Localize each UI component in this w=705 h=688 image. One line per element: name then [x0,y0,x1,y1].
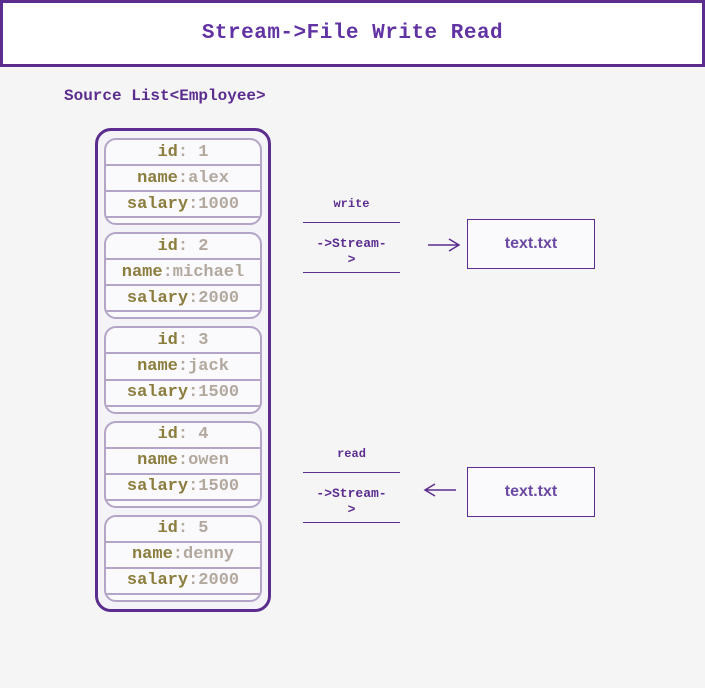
employee-field-row: salary:1500 [106,381,260,407]
employee-list: id: 1 name:alex salary:1000 id: 2 name:m… [95,128,271,612]
field-label: name [121,262,163,282]
field-label: id [157,425,178,445]
employee-card: id: 2 name:michael salary:2000 [104,232,262,320]
field-value: :owen [177,451,229,471]
employee-field-row: salary:2000 [106,286,260,313]
field-label: salary [126,571,189,591]
read-file-box: text.txt [467,467,595,517]
write-stream-text: ->Stream-> [316,236,387,268]
right-arrow-icon [428,238,461,252]
employee-field-row: name:owen [106,449,260,475]
source-list-label: Source List<Employee> [64,87,266,105]
employee-field-row: id: 3 [106,328,260,355]
field-label: name [137,357,178,376]
employee-field-row: id: 4 [106,423,260,449]
field-label: name [131,545,173,565]
employee-card: id: 3 name:jack salary:1500 [104,326,262,414]
field-label: id [157,519,178,539]
write-stream: write ->Stream-> [303,197,400,273]
field-value: :denny [172,545,235,565]
page-title: Stream->File Write Read [201,22,504,45]
left-arrow-icon [423,483,456,497]
field-value: : 2 [177,236,209,256]
write-file-box: text.txt [467,219,595,269]
employee-card: id: 4 name:owen salary:1500 [104,420,262,508]
read-file-name: text.txt [504,483,558,500]
read-stream: read ->Stream-> [303,447,400,523]
field-label: salary [126,288,189,308]
field-value: :2000 [188,288,240,308]
field-value: : 4 [177,425,209,445]
employee-card: id: 5 name:denny salary:2000 [104,514,262,603]
read-stream-box: ->Stream-> [303,472,400,523]
employee-field-row: name:jack [106,354,260,381]
field-label: id [157,330,178,350]
employee-field-row: salary:2000 [106,569,260,595]
read-stream-label: read [337,447,366,461]
field-value: : 1 [177,142,209,162]
field-label: salary [126,477,189,497]
field-value: :2000 [188,571,240,591]
field-value: :1500 [188,477,240,497]
field-value: :jack [177,357,229,376]
field-label: id [157,236,178,256]
employee-field-row: salary:1000 [106,192,260,219]
write-stream-box: ->Stream-> [303,222,400,273]
field-value: :1000 [188,194,240,214]
field-value: : 3 [177,330,209,350]
employee-field-row: id: 5 [106,517,260,543]
field-label: salary [126,194,189,214]
write-file-name: text.txt [504,235,558,252]
employee-field-row: id: 1 [106,140,260,167]
field-label: salary [126,383,189,403]
field-label: name [137,168,178,188]
employee-field-row: id: 2 [106,234,260,261]
field-value: :alex [177,168,229,188]
field-value: :michael [162,262,245,282]
employee-field-row: name:denny [106,543,260,569]
employee-card: id: 1 name:alex salary:1000 [104,138,262,226]
employee-field-row: salary:1500 [106,475,260,501]
employee-field-row: name:alex [106,166,260,193]
write-stream-label: write [333,197,370,211]
field-label: name [137,451,178,471]
read-stream-text: ->Stream-> [316,486,387,518]
title-bar: Stream->File Write Read [0,0,705,67]
field-label: id [157,142,178,162]
field-value: :1500 [188,383,240,403]
employee-field-row: name:michael [106,260,260,287]
field-value: : 5 [177,519,209,539]
